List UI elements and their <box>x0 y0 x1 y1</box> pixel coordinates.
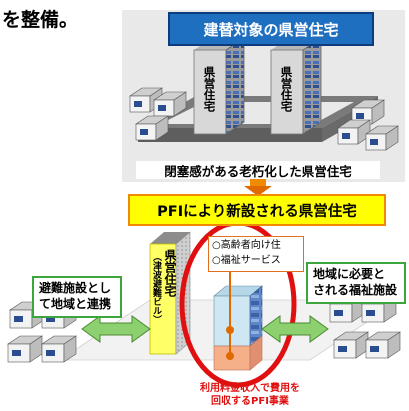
lead-text: を整備。 <box>2 9 79 31</box>
new-building-label: 県営住宅 <box>163 249 177 297</box>
link-arrow-right <box>261 315 329 343</box>
old-building-2-label: 県営住宅 <box>279 66 294 112</box>
services-list: ○高齢者向け住 ○福祉サービス <box>208 236 304 272</box>
houses-top-left <box>129 87 187 141</box>
service-item-elderly-housing: ○高齢者向け住 <box>212 240 281 251</box>
service-item-welfare: ○福祉サービス <box>212 254 281 266</box>
old-building-1-label: 県営住宅 <box>202 66 217 112</box>
new-building-sublabel: （津波避難ビル） <box>151 252 161 324</box>
pfi-note: 利用料金収入で費用を回収するPFI事業 <box>200 383 300 407</box>
callout-welfare: 地域に必要と される福祉施設 <box>306 262 406 304</box>
callout-evacuation: 避難施設とし て地域と連携 <box>32 276 122 318</box>
transition-arrow <box>244 179 272 196</box>
old-housing-caption: 閉塞感がある老朽化した県営住宅 <box>136 161 380 179</box>
houses-top-right <box>337 99 399 151</box>
houses-bottom-right <box>329 295 401 359</box>
service-connector <box>226 272 234 360</box>
old-building-2 <box>270 37 322 135</box>
top-title: 建替対象の県営住宅 <box>168 12 374 46</box>
welfare-building <box>213 285 263 371</box>
new-title: PFIにより新設される県営住宅 <box>128 194 386 226</box>
old-building-1 <box>193 37 245 135</box>
link-arrow-left <box>81 315 151 343</box>
